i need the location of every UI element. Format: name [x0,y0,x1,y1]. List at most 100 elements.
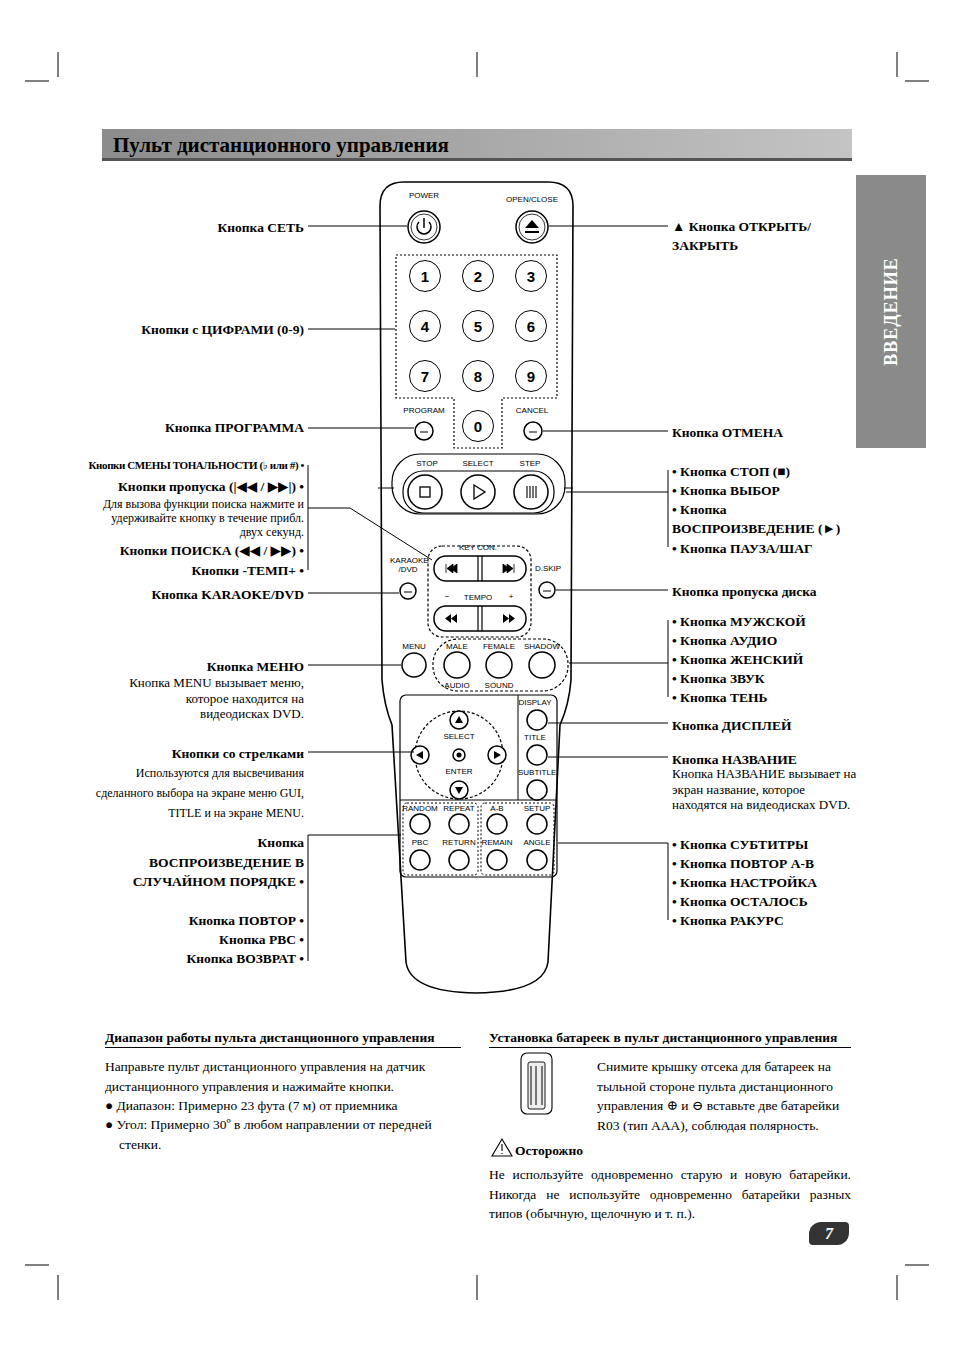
button-label: ANGLE [521,838,553,847]
leader-line [566,492,668,493]
section-heading: Диапазон работы пульта дистанционного уп… [105,1029,461,1048]
panel-dividers [400,695,557,800]
leader-line [668,620,669,697]
crop-mark [58,52,59,77]
section-heading: Установка батареек в пульт дистанционног… [489,1029,851,1048]
digit-button: 9 [515,360,547,392]
callout-label: Кнопка ДИСПЛЕЙ [672,716,912,735]
button-label: + [505,592,517,601]
button-label: A-B [482,804,512,813]
remote-button [524,422,542,440]
callout-label: • Кнопка ОСТАЛОСЬ [672,892,912,911]
callout-label: Кнопки пропуска (|◀◀ / ▶▶|) • [34,477,304,496]
digit-button: 7 [409,360,441,392]
leader-line [308,835,401,836]
minus-icon [404,432,551,592]
leader-line [308,593,399,594]
leader-line [308,752,414,753]
leader-line [548,757,668,758]
remote-button [514,475,548,509]
button-label: OPEN/CLOSE [502,195,562,204]
button-label: − [441,592,453,601]
leader-line [308,508,432,560]
leader-line [558,843,668,844]
grid-group-right [481,803,554,875]
button-label: SHADOW [524,642,560,651]
button-label: AUDIO [442,681,472,690]
button-label: STEP [513,459,547,468]
page-number-badge: 7 [809,1222,849,1245]
callout-label: Для вызова функции поиска нажмите и удер… [89,497,304,539]
remote-button [486,652,512,678]
side-tab-ground [856,175,926,448]
button-label: CANCEL [507,406,557,415]
button-label: TEMPO [461,593,495,602]
remote-button [410,814,430,834]
button-label: KARAOKE /DVD [390,556,426,574]
button-ring [411,214,437,240]
callout-label: Кнопка МЕНЮ [44,657,304,676]
search-icons [445,614,515,623]
callout-label: • Кнопка НАСТРОЙКА [672,873,912,892]
callout-label: Кнопки с ЦИФРАМИ (0-9) [44,320,304,339]
button-label: PBC [405,838,435,847]
remote-button [408,475,442,509]
callout-label: • Кнопка ПОВТОР A-B [672,854,912,873]
rocker-button [434,556,526,581]
body-text: ● Угол: Примерно 30º в любом направлении… [105,1115,465,1154]
digit-button: 2 [462,260,494,292]
leader-line [668,470,669,547]
warning-triangle [492,1139,512,1156]
digit-label: 8 [474,368,482,385]
digit-group-outline [396,255,557,448]
rocker-button [434,606,526,631]
callout-label: Кнопка ПОВТОР • [44,911,304,930]
battery-compartment [528,1062,545,1109]
remote-button [449,850,469,870]
callout-label: • Кнопка ВЫБОР [672,481,912,500]
callout-label: • Кнопка ЖЕНСКИЙ [672,650,912,669]
warning-heading: Осторожно [515,1142,715,1160]
digit-label: 4 [421,318,429,335]
button-ring [519,214,545,240]
callout-label: • Кнопка ВОСПРОИЗВЕДЕНИЕ (►) [672,500,860,538]
digit-label: 0 [474,418,482,435]
leader-line [548,723,668,724]
button-label: SELECT [443,732,475,741]
remote-button [527,814,547,834]
button-label: STOP [410,459,444,468]
button-label: MALE [442,642,472,651]
remote-button [487,850,507,870]
eject-icon [525,220,539,233]
callout-label: Кнопка MENU вызывает меню, которое наход… [129,675,304,722]
remote-button [415,422,433,440]
grid-group-left [403,803,478,875]
leader-line [308,665,401,666]
callout-label: • Кнопка ТЕНЬ [672,688,912,707]
remote-button [487,814,507,834]
button-label: KEY CON. [453,543,503,552]
digit-label: 3 [527,268,535,285]
remote-button [461,475,495,509]
callout-label: • Кнопка МУЖСКОЙ [672,612,912,631]
arrow-icons [416,716,501,794]
button-label: FEMALE [482,642,516,651]
callout-label: Используются для высвечивания сделанного… [89,763,304,823]
button-label: POWER [394,191,454,200]
body-text: Не используйте одновременно старую и нов… [489,1165,851,1224]
button-label: REPEAT [442,804,476,813]
callout-label: Кнопки -ТЕМП+ • [44,561,304,580]
callout-label: Кнопки со стрелками [44,744,304,763]
callout-label: Кнопка пропуска диска [672,582,912,601]
remote-back [521,1053,552,1114]
callout-label: Кнопка PBC • [44,930,304,949]
leader-line [668,843,669,920]
title-band-shadow [102,158,852,161]
stop-icon [420,487,430,497]
transport-inner [403,471,554,513]
leader-line [569,663,668,664]
transport-band [392,454,565,514]
body-text: Снимите крышку отсека для батареек на ты… [597,1057,853,1135]
play-icon [474,485,485,499]
callout-label: Кнопка ВОЗВРАТ • [44,949,304,968]
